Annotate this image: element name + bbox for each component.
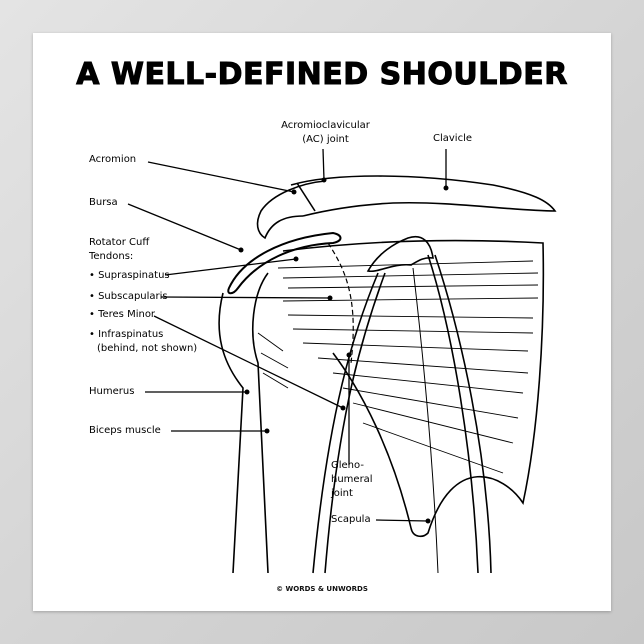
label-ac-joint: Acromioclavicular (AC) joint [273, 119, 378, 147]
label-teres-minor: • Teres Minor [89, 309, 156, 320]
label-ac-joint-line2: (AC) joint [302, 134, 349, 145]
label-gleno-line1: Gleno- [331, 460, 364, 471]
shoulder-diagram [127, 148, 557, 574]
copyright-footer: © WORDS & UNWORDS [276, 585, 368, 593]
poster-title: A WELL-DEFINED SHOULDER [76, 57, 568, 93]
biceps-tendon-long [312, 272, 386, 574]
leader-dots [238, 177, 449, 524]
label-rotator-line1: Rotator Cuff [89, 237, 150, 248]
label-biceps: Biceps muscle [89, 425, 161, 436]
biceps-tendon-short [427, 254, 492, 574]
bursa-shape [227, 231, 342, 295]
label-gleno-line3: joint [331, 488, 353, 499]
leader-lines [127, 148, 447, 522]
clavicle-shape [290, 175, 557, 217]
label-infraspinatus-line1: • Infraspinatus [89, 329, 164, 340]
label-rotator-line2: Tendons: [89, 251, 134, 262]
label-supraspinatus: • Supraspinatus [89, 270, 170, 281]
acromion-shape [256, 180, 326, 240]
label-glenohumeral: Gleno- humeral joint [331, 459, 373, 501]
scapula-shape [282, 239, 545, 538]
label-infraspinatus: • Infraspinatus (behind, not shown) [89, 328, 197, 356]
label-subscapularis: • Subscapularis [89, 291, 168, 302]
label-infraspinatus-line2: (behind, not shown) [97, 343, 198, 354]
humerus-shape [218, 272, 269, 574]
label-humerus: Humerus [89, 386, 135, 397]
label-acromion: Acromion [89, 154, 137, 165]
label-bursa: Bursa [89, 197, 118, 208]
label-gleno-line2: humeral [331, 474, 373, 485]
poster: A WELL-DEFINED SHOULDER [33, 33, 611, 611]
label-scapula: Scapula [331, 514, 371, 525]
label-ac-joint-line1: Acromioclavicular [281, 120, 370, 131]
label-rotator-cuff: Rotator Cuff Tendons: [89, 236, 149, 264]
label-clavicle: Clavicle [433, 133, 473, 144]
coracoid-shape [366, 236, 434, 273]
